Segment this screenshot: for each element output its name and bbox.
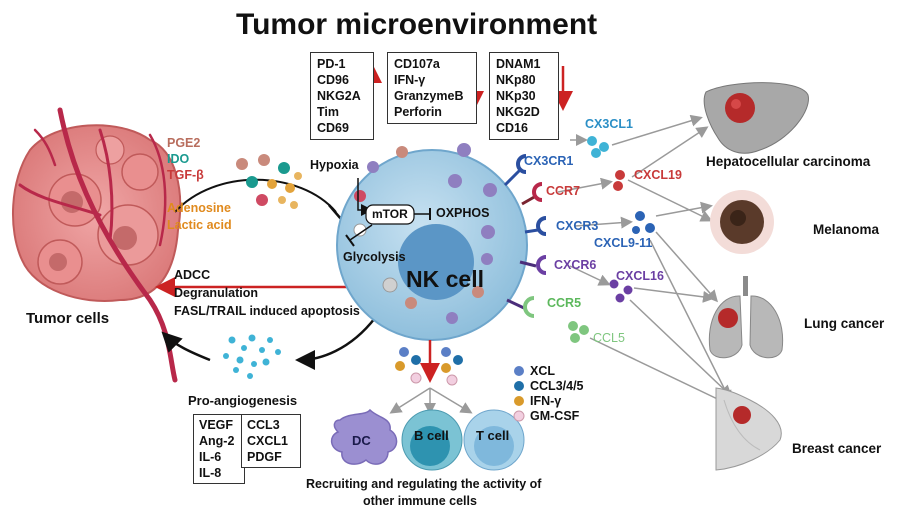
cx3cr1-label: CX3CR1 [524,154,574,168]
cxcl9-11-label: CXCL9-11 [594,236,653,250]
receptors [503,154,547,318]
marker-item: CD69 [317,121,349,135]
lactic-acid-label: Lactic acid [167,218,232,232]
nk-cell [336,143,528,341]
cxcl19-label: CXCL19 [634,168,682,182]
ligand-dots [568,136,655,343]
marker-item: CD107a [394,57,440,71]
angiogenesis-item: CXCL1 [247,434,288,448]
angiogenesis-title: Pro-angiogenesis [188,393,298,408]
marker-item: Tim [317,105,339,119]
angiogenesis-item: PDGF [247,450,282,464]
melanoma-label: Melanoma [813,222,880,237]
marker-item: IFN-γ [394,73,426,87]
ccr5-label: CCR5 [547,296,582,310]
legend-gmcsf: GM-CSF [530,409,580,423]
breast-cancer-label: Breast cancer [792,441,882,456]
lung-illustration [708,276,784,359]
immune-caption-line1: Recruiting and regulating the activity o… [306,477,542,491]
marker-item: Perforin [394,105,442,119]
cxcl16-label: CXCL16 [616,269,664,283]
marker-item: CD96 [317,73,349,87]
secreted-dots [395,347,463,386]
tgfb-label: TGF-β [167,168,204,182]
marker-box-receptors: DNAM1 NKp80 NKp30 NKG2D CD16 [489,52,559,140]
cx3cl1-label: CX3CL1 [585,117,633,131]
bcell-label: B cell [414,428,449,443]
marker-item: CD16 [496,121,528,135]
angiogenesis-item: VEGF [199,418,234,432]
pge2-label: PGE2 [167,136,201,150]
bcell-cell [401,409,463,471]
breast-illustration [715,387,782,471]
angiogenesis-box-2: CCL3 CXCL1 PDGF [241,414,301,468]
marker-item: NKp80 [496,73,536,87]
angiogenesis-box-1: VEGF Ang-2 IL-6 IL-8 [193,414,245,484]
degranulation-label: Degranulation [174,286,259,300]
angiogenesis-item: Ang-2 [199,434,235,448]
nk-cell-label: NK cell [406,266,484,292]
tumor-cells-label: Tumor cells [26,310,110,327]
marker-item: NKp30 [496,89,536,103]
legend-ifng: IFN-γ [530,394,562,408]
marker-item: NKG2A [317,89,361,103]
immune-caption-line2: other immune cells [363,494,477,508]
secreted-legend-dots [513,366,525,422]
marker-item: DNAM1 [496,57,541,71]
tumor-cells-illustration [12,107,182,383]
migration-arrows [557,114,733,407]
marker-item: GranzymeB [394,89,464,103]
legend-xcl: XCL [530,364,555,378]
dc-cell [330,408,398,465]
hypoxia-label: Hypoxia [310,158,359,172]
adcc-label: ADCC [174,268,211,282]
hcc-label: Hepatocellular carcinoma [706,154,871,169]
marker-box-upregulated: PD-1 CD96 NKG2A Tim CD69 [310,52,374,140]
dc-label: DC [352,433,371,448]
page-title: Tumor microenvironment [236,8,598,41]
tcell-cell [463,409,525,471]
angiogenesis-dots [223,334,281,379]
marker-box-effector: CD107a IFN-γ GranzymeB Perforin [387,52,477,124]
ido-label: IDO [167,152,190,166]
suppressor-molecules [236,154,302,209]
liver-illustration [703,82,809,154]
marker-item: NKG2D [496,105,540,119]
angiogenesis-item: CCL3 [247,418,280,432]
lung-cancer-label: Lung cancer [804,316,885,331]
glycolysis-label: Glycolysis [343,250,406,264]
marker-item: PD-1 [317,57,346,71]
angiogenesis-item: IL-6 [199,450,222,464]
legend-ccl345: CCL3/4/5 [530,379,584,393]
melanoma-illustration [710,190,774,254]
mtor-box [365,204,415,225]
cxcr6-label: CXCR6 [554,258,597,272]
mtor-label: mTOR [372,207,408,221]
cxcr3-label: CXCR3 [556,219,599,233]
angiogenesis-item: IL-8 [199,466,222,480]
fasl-trail-label: FASL/TRAIL induced apoptosis [174,304,360,318]
ccr7-label: CCR7 [546,184,581,198]
oxphos-label: OXPHOS [436,206,490,220]
adenosine-label: Adenosine [167,201,231,215]
tcell-label: T cell [476,428,510,443]
ccl5-label: CCL5 [593,331,625,345]
